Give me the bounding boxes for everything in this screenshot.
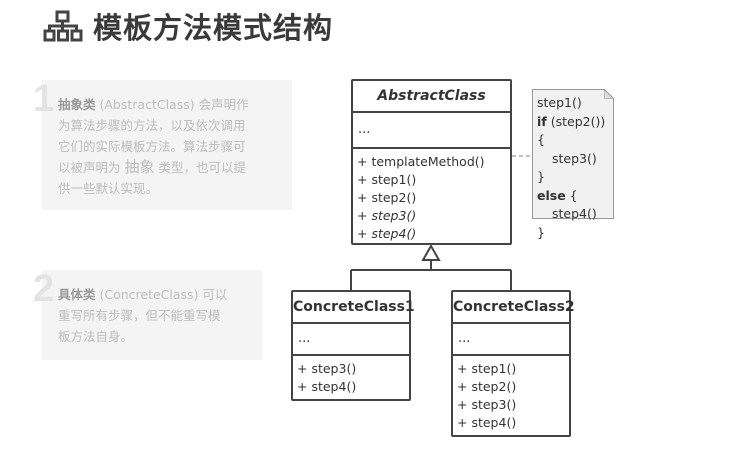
template-method-note: step1() if (step2()) { step3() } else { …	[532, 89, 614, 240]
note-block-1	[42, 80, 292, 210]
folded-corner-icon	[604, 89, 614, 99]
hierarchy-icon	[43, 10, 83, 42]
abstract-class-attrs: ...	[353, 113, 510, 149]
abstract-class-name: AbstractClass	[353, 81, 510, 113]
note-term-1: 抽象类	[58, 97, 96, 112]
concrete-class-2-attrs: ...	[453, 324, 569, 356]
op-step3: + step3()	[357, 208, 417, 223]
note-text-2: 具体类 (ConcreteClass) 可以 重写所有步骤，但不能重写模 板方法…	[58, 287, 228, 344]
concrete-class-1-box: ConcreteClass1 ... + step3() + step4()	[291, 290, 415, 401]
op-step2: + step2()	[357, 190, 417, 205]
abstract-class-ops: + templateMethod() + step1() + step2() +…	[353, 149, 510, 243]
abstract-class-box: AbstractClass ... + templateMethod() + s…	[351, 79, 512, 245]
concrete-class-1-attrs: ...	[293, 324, 409, 356]
note-number-1: 1	[33, 78, 55, 120]
concrete-class-1-name: ConcreteClass1	[293, 292, 415, 324]
concrete-class-2-name: ConcreteClass2	[453, 292, 575, 324]
note-block-2	[42, 270, 262, 360]
op-template-method: + templateMethod()	[357, 154, 485, 169]
concrete-class-1-ops: + step3() + step4()	[297, 361, 357, 394]
note-number-2: 2	[33, 268, 55, 310]
concrete-class-2-ops: + step1() + step2() + step3() + step4()	[457, 361, 517, 430]
concrete-class-2-box: ConcreteClass2 ... + step1() + step2() +…	[451, 290, 575, 437]
inheritance-arrows	[350, 243, 512, 291]
title-text: 模板方法模式结构	[93, 11, 334, 45]
page-title: 模板方法模式结构	[43, 8, 334, 45]
op-step4: + step4()	[357, 226, 417, 241]
note-term-2: 具体类	[58, 287, 96, 302]
note-text-1: 抽象类 (AbstractClass) 会声明作 为算法步骤的方法，以及依次调用…	[58, 97, 249, 196]
op-step1: + step1()	[357, 172, 417, 187]
